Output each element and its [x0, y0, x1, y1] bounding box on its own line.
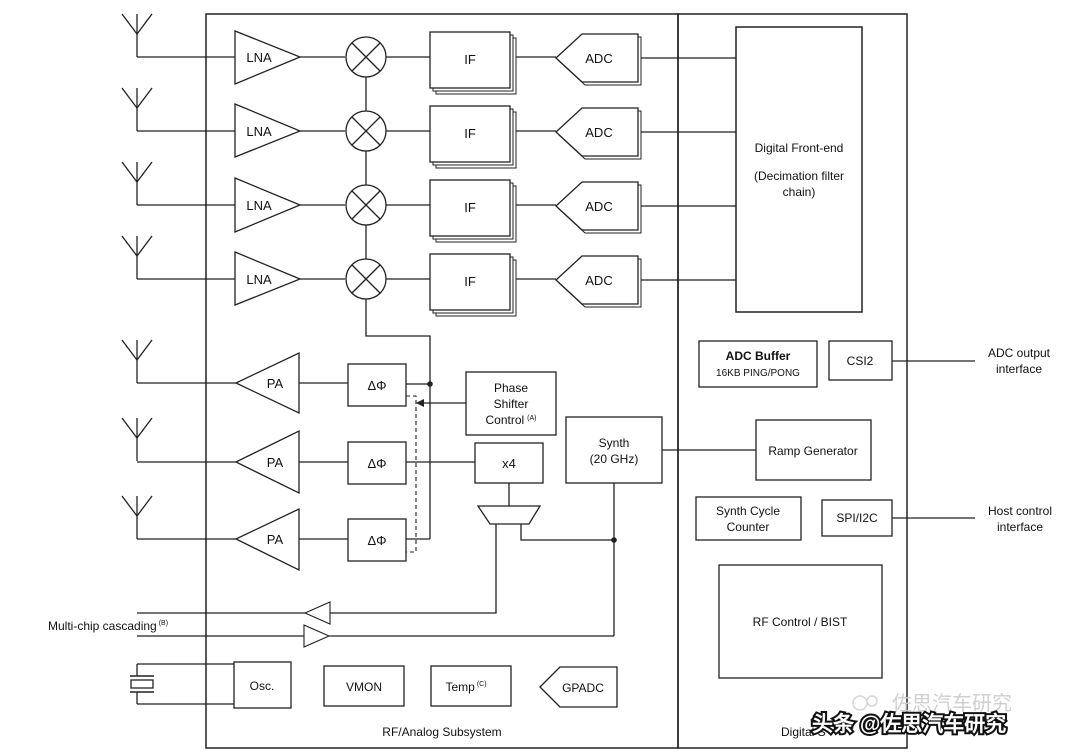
adc-buffer-block: [698, 340, 818, 388]
x4-multiplier-block: [474, 442, 544, 484]
tx-antenna-icon: [121, 339, 153, 384]
lna-amplifier: [234, 30, 302, 85]
cascade-in-buffer-icon: [303, 624, 331, 648]
watermark-faint: 佐思汽车研究: [892, 692, 1012, 715]
spi-i2c-block: [821, 499, 893, 537]
lna-amplifier: [234, 251, 302, 306]
rx-chain-3: LNA IF ADC: [121, 161, 736, 243]
digital-subsystem-label: Digital S: [781, 725, 826, 739]
ramp-generator-block: [755, 419, 872, 481]
adc-block: [555, 33, 639, 83]
phase-shifter-block: [347, 363, 407, 407]
digital-subsystem-frame: [677, 13, 908, 749]
if-label: IF: [464, 274, 476, 289]
rx-chain-4: LNA IF ADC: [121, 235, 736, 317]
if-label: IF: [464, 52, 476, 67]
synth-block: [565, 416, 663, 484]
pa-label: PA: [267, 455, 284, 470]
adc-label: ADC: [585, 51, 612, 66]
host-control-line2: interface: [997, 520, 1043, 534]
phase-shifter-control-line1: Phase: [494, 381, 528, 395]
lna-label: LNA: [246, 198, 272, 213]
phase-label: ΔΦ: [367, 533, 386, 548]
synth-cycle-counter-line2: Counter: [727, 520, 770, 534]
mux-block: [476, 505, 542, 525]
gpadc-block: [539, 666, 618, 708]
osc-label: Osc.: [250, 679, 275, 693]
tx-antenna-icon: [121, 495, 153, 540]
phase-shifter-block: [347, 518, 407, 562]
adc-label: ADC: [585, 199, 612, 214]
if-label: IF: [464, 200, 476, 215]
digital-front-end-line2: (Decimation filter: [754, 169, 844, 183]
if-label: IF: [464, 126, 476, 141]
rx-chain-2: LNA IF ADC: [121, 87, 736, 169]
rx-antenna-icon: [121, 235, 153, 280]
rf-control-bist-block: [718, 564, 883, 679]
adc-buffer-title: ADC Buffer: [726, 349, 791, 363]
if-filter-block: [429, 179, 511, 237]
phase-label: ΔΦ: [367, 456, 386, 471]
temp-label: Temp(C): [445, 680, 486, 694]
tx-chain-1: PA ΔΦ: [121, 339, 430, 415]
adc-block: [555, 255, 639, 305]
adc-output-line1: ADC output: [988, 346, 1051, 360]
adc-output-line2: interface: [996, 362, 1042, 376]
spi-i2c-label: SPI/I2C: [836, 511, 878, 525]
lna-label: LNA: [246, 272, 272, 287]
rf-control-bist-label: RF Control / BIST: [753, 615, 848, 629]
adc-buffer-sub: 16KB PING/PONG: [716, 368, 800, 379]
synth-line2: (20 GHz): [590, 452, 639, 466]
phase-label: ΔΦ: [367, 378, 386, 393]
lna-label: LNA: [246, 50, 272, 65]
csi2-label: CSI2: [847, 354, 874, 368]
pa-label: PA: [267, 532, 284, 547]
adc-block: [555, 107, 639, 157]
host-control-line1: Host control: [988, 504, 1052, 518]
csi2-block: [828, 340, 893, 381]
rx-antenna-icon: [121, 161, 153, 206]
rx-antenna-icon: [121, 13, 153, 58]
rf-analog-subsystem-label: RF/Analog Subsystem: [382, 725, 501, 739]
if-filter-block: [429, 253, 511, 311]
temp-block: [430, 665, 512, 707]
gpadc-label: GPADC: [562, 681, 604, 695]
if-filter-block: [429, 105, 511, 163]
synth-line1: Synth: [599, 436, 630, 450]
adc-block: [555, 181, 639, 231]
watermark-logo-icon: [852, 695, 878, 711]
lna-amplifier: [234, 177, 302, 233]
vmon-block: [323, 665, 405, 707]
multi-chip-cascading-label: Multi-chip cascading(B): [48, 619, 168, 633]
tx-chain-3: PA ΔΦ: [121, 495, 430, 572]
vmon-label: VMON: [346, 680, 382, 694]
cascade-out-buffer-icon: [303, 601, 331, 625]
digital-front-end-line3: chain): [783, 185, 816, 199]
phase-shifter-control-line2: Shifter: [494, 397, 529, 411]
phase-shifter-block: [347, 441, 407, 485]
digital-front-end-title: Digital Front-end: [755, 141, 844, 155]
lna-label: LNA: [246, 124, 272, 139]
digital-front-end-block: [735, 26, 863, 313]
synth-cycle-counter-line1: Synth Cycle: [716, 504, 780, 518]
phase-shifter-control-line3: Control(A): [485, 413, 536, 427]
watermark-main: 头条 @佐思汽车研究: [812, 712, 1006, 736]
lna-amplifier: [234, 103, 302, 158]
tx-chain-2: PA ΔΦ: [121, 417, 475, 495]
oscillator-block: [233, 661, 292, 709]
rx-antenna-icon: [121, 87, 153, 132]
adc-label: ADC: [585, 273, 612, 288]
synth-cycle-counter-block: [695, 496, 802, 541]
adc-label: ADC: [585, 125, 612, 140]
x4-label: x4: [502, 456, 516, 471]
if-filter-block: [429, 31, 511, 89]
crystal-icon: [130, 679, 154, 689]
phase-shifter-control-block: [465, 371, 557, 436]
rx-chain-1: LNA IF ADC: [121, 13, 736, 95]
ramp-generator-label: Ramp Generator: [768, 444, 857, 458]
pa-label: PA: [267, 376, 284, 391]
tx-antenna-icon: [121, 417, 153, 462]
